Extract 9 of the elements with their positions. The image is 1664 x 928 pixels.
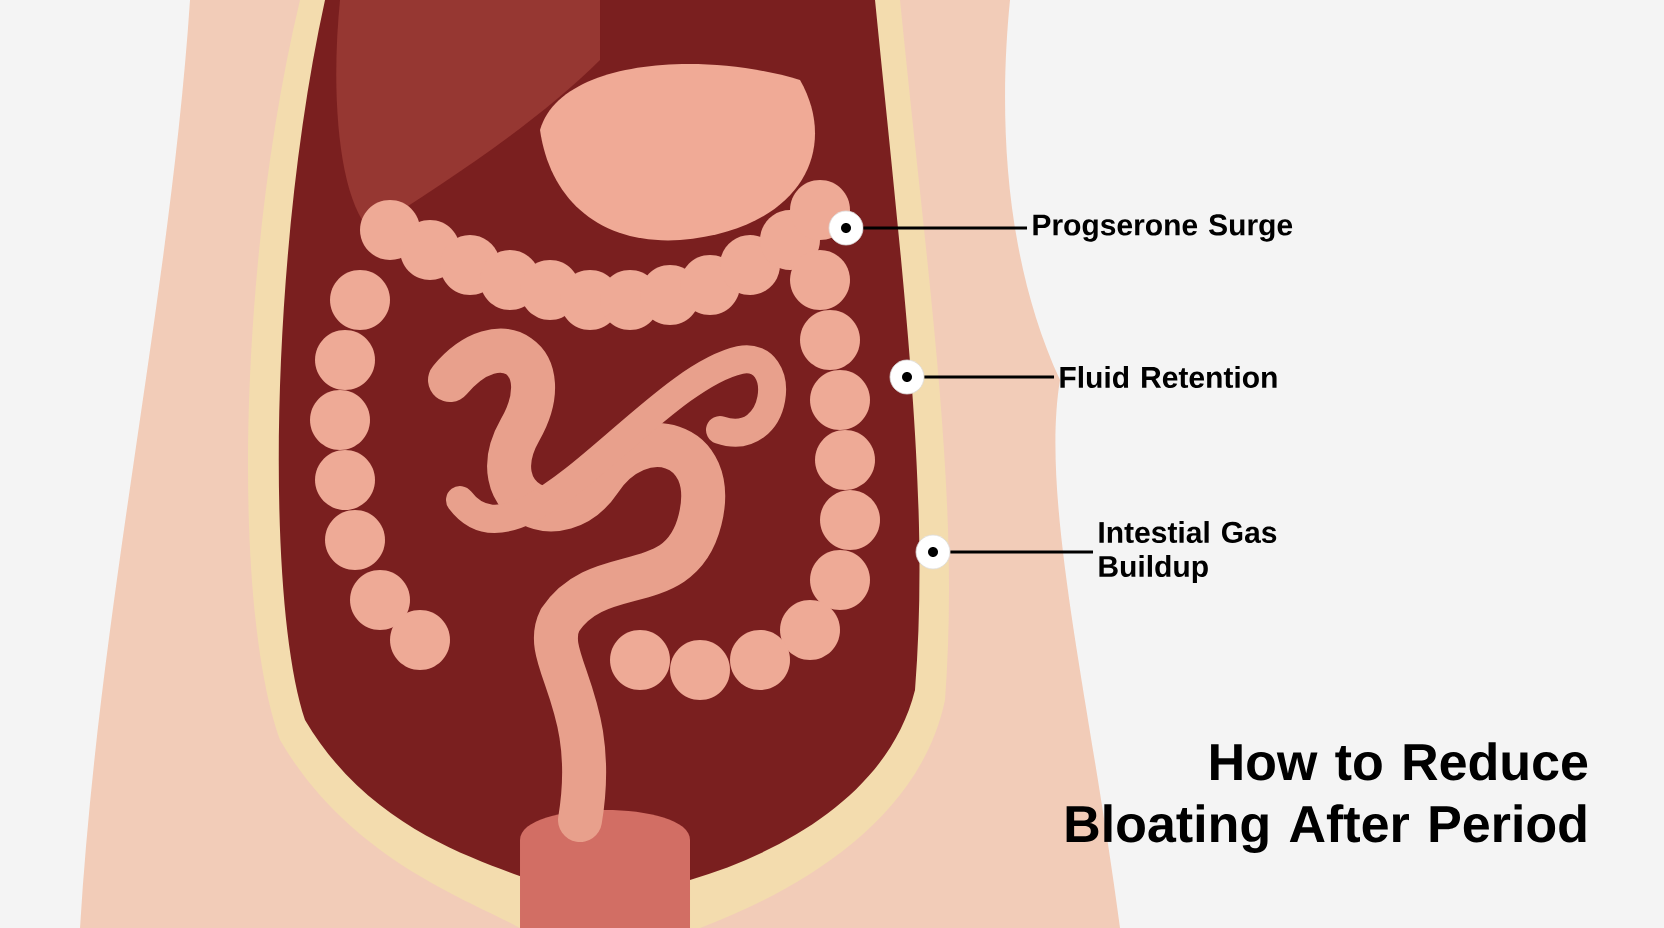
callout-label: Fluid Retention xyxy=(1060,366,1277,388)
marker-dot xyxy=(828,210,864,246)
leader-line xyxy=(950,550,1093,554)
title: How to Reduce Bloating After Period xyxy=(1066,742,1588,853)
marker-dot xyxy=(889,359,925,395)
callout-label: Progserone Surge xyxy=(1033,214,1293,242)
callout-label: Intestial Gas Buildup xyxy=(1099,521,1277,583)
marker-dot xyxy=(915,534,951,570)
leader-line xyxy=(924,375,1054,379)
